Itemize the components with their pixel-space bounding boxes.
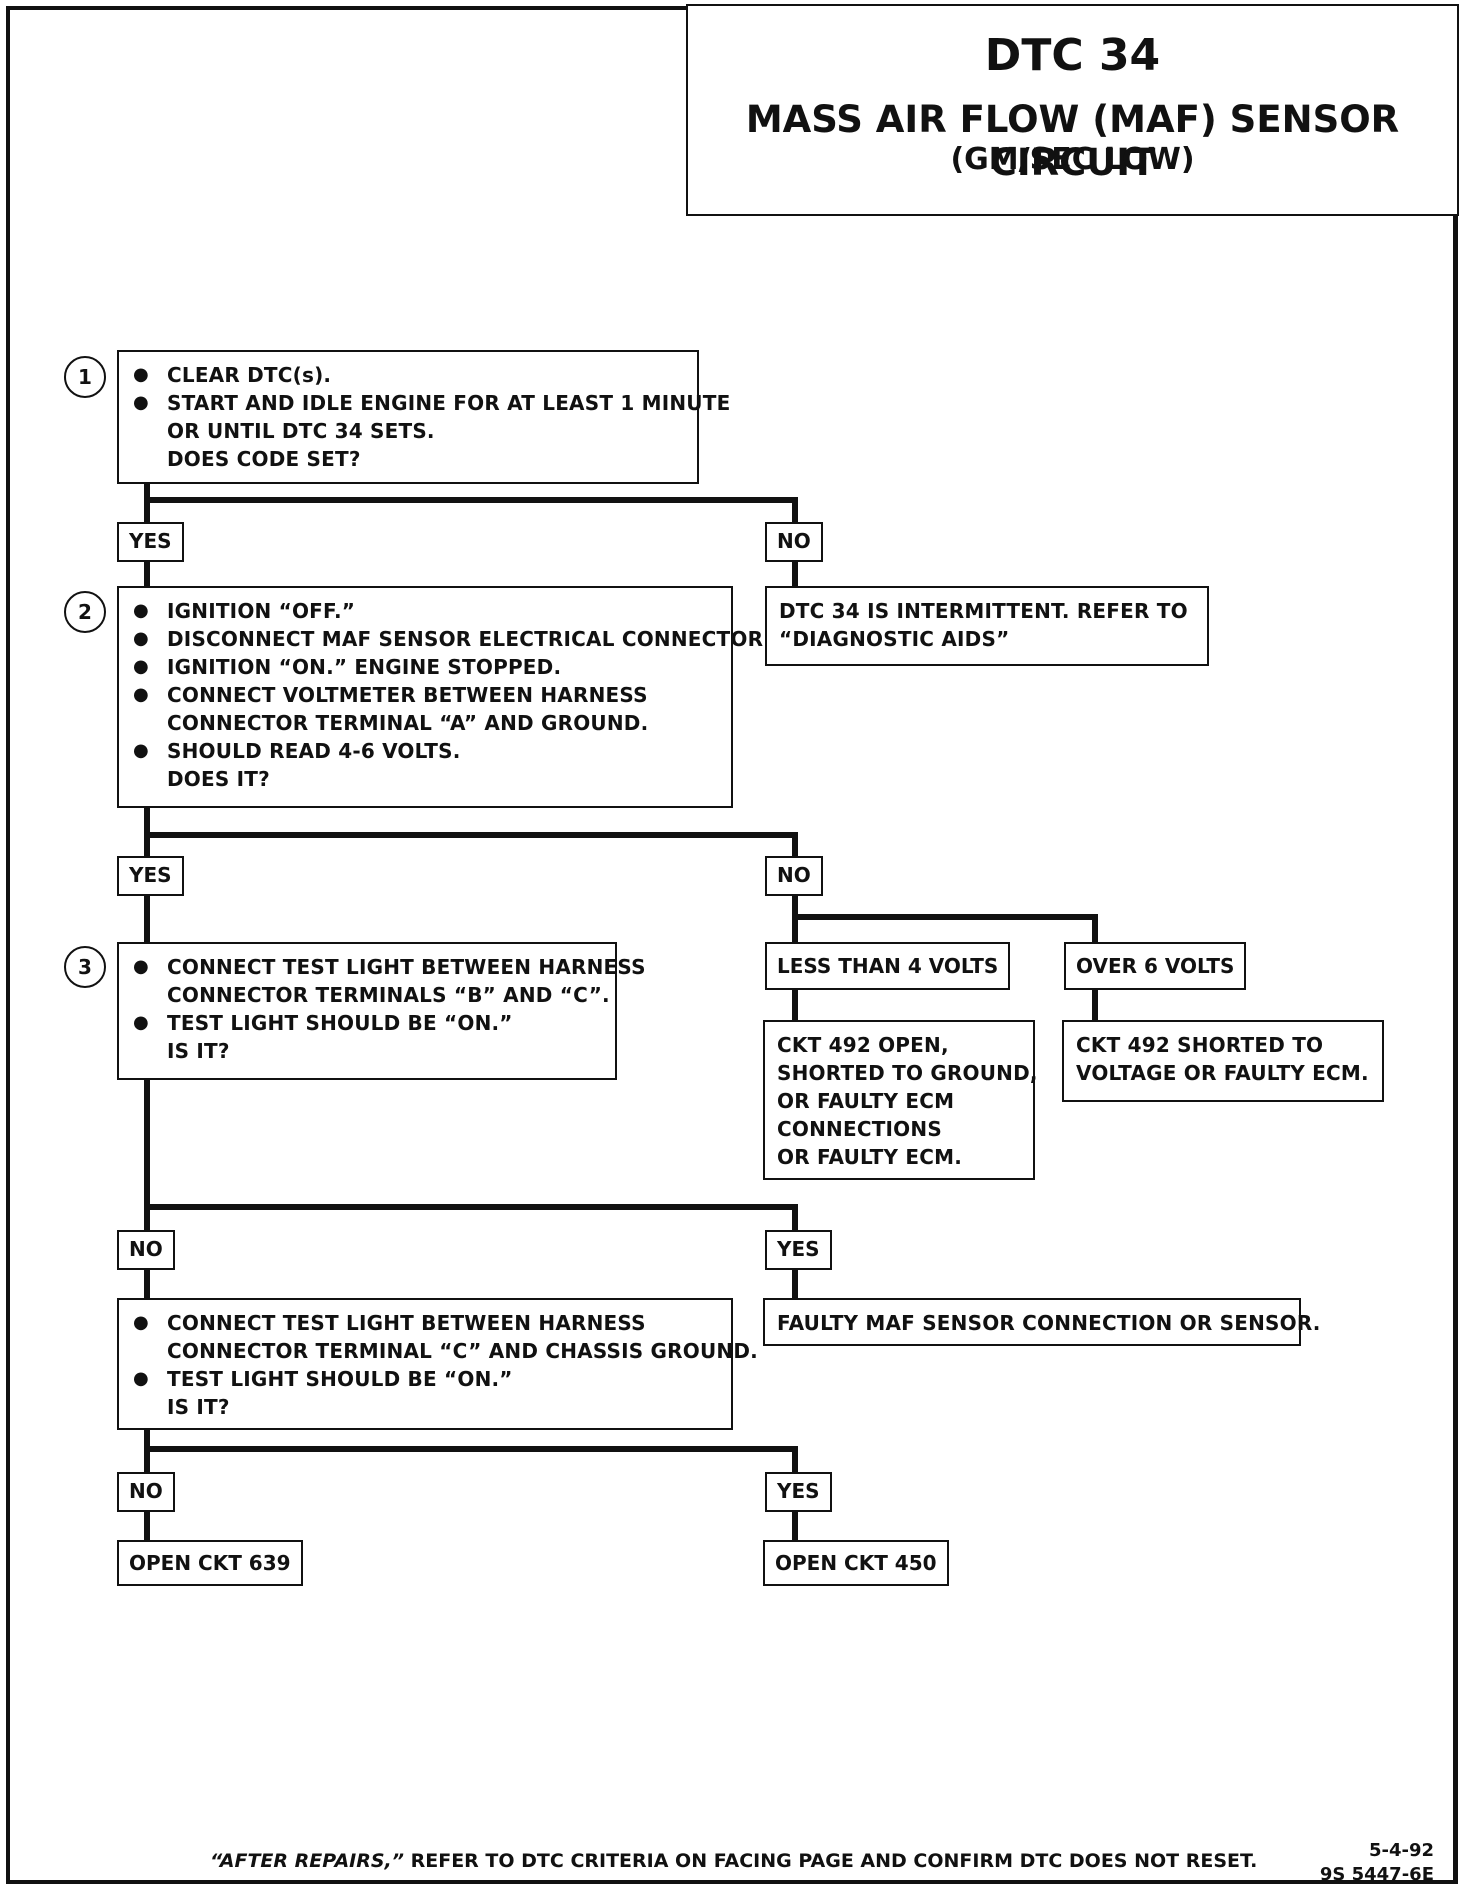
connector-line: [144, 1080, 150, 1232]
result-faulty-maf: FAULTY MAF SENSOR CONNECTION OR SENSOR.: [763, 1298, 1320, 1346]
no-label: NO: [765, 856, 823, 896]
bullet: ●: [133, 1368, 149, 1389]
connector-line: [144, 1446, 798, 1452]
bullet: ●: [133, 656, 149, 677]
result-open-ckt-639: OPEN CKT 639: [117, 1540, 303, 1586]
less-than-4-volts-label: LESS THAN 4 VOLTS: [765, 942, 1011, 990]
bullet: ●: [133, 628, 149, 649]
bullet: ●: [133, 600, 149, 621]
bullet: ●: [133, 364, 149, 385]
connector-line: [792, 896, 798, 944]
step-4-box: ●CONNECT TEST LIGHT BETWEEN HARNESS CONN…: [117, 1298, 758, 1430]
yes-label: YES: [117, 522, 184, 562]
step-marker-2: 2: [64, 591, 106, 633]
connector-line: [144, 1510, 150, 1542]
result-intermittent: DTC 34 IS INTERMITTENT. REFER TO “DIAGNO…: [765, 586, 1209, 666]
bullet: ●: [133, 1312, 149, 1333]
connector-line: [792, 562, 798, 588]
connector-line: [792, 1446, 798, 1474]
connector-line: [144, 497, 798, 503]
connector-line: [792, 1510, 798, 1542]
connector-line: [792, 1270, 798, 1302]
connector-line: [1092, 990, 1098, 1022]
connector-line: [144, 1204, 798, 1210]
after-repairs-note: “AFTER REPAIRS,” REFER TO DTC CRITERIA O…: [210, 1850, 1258, 1872]
connector-line: [792, 914, 1098, 920]
bullet: ●: [133, 684, 149, 705]
circuit-subtitle: (GM/SEC LOW): [950, 142, 1195, 177]
yes-label: YES: [117, 856, 184, 896]
title-block: DTC 34 MASS AIR FLOW (MAF) SENSOR CIRCUI…: [686, 4, 1459, 216]
result-ckt492-open: CKT 492 OPEN, SHORTED TO GROUND, OR FAUL…: [763, 1020, 1038, 1180]
step-1-box: ●CLEAR DTC(s). ●START AND IDLE ENGINE FO…: [117, 350, 730, 484]
connector-line: [144, 562, 150, 588]
connector-line: [144, 1430, 150, 1474]
step-3-box: ●CONNECT TEST LIGHT BETWEEN HARNESS CONN…: [117, 942, 646, 1080]
connector-line: [792, 1204, 798, 1232]
yes-label: YES: [765, 1472, 832, 1512]
over-6-volts-label: OVER 6 VOLTS: [1064, 942, 1247, 990]
step-marker-1: 1: [64, 356, 106, 398]
bullet: ●: [133, 740, 149, 761]
connector-line: [792, 497, 798, 527]
connector-line: [792, 832, 798, 860]
no-label: NO: [117, 1230, 175, 1270]
connector-line: [144, 832, 798, 838]
result-open-ckt-450: OPEN CKT 450: [763, 1540, 949, 1586]
connector-line: [144, 1270, 150, 1302]
bullet: ●: [133, 392, 149, 413]
bullet: ●: [133, 956, 149, 977]
result-ckt492-shorted: CKT 492 SHORTED TO VOLTAGE OR FAULTY ECM…: [1062, 1020, 1384, 1102]
step-marker-3: 3: [64, 946, 106, 988]
no-label: NO: [117, 1472, 175, 1512]
bullet: ●: [133, 1012, 149, 1033]
yes-label: YES: [765, 1230, 832, 1270]
connector-line: [792, 990, 798, 1022]
dtc-code-title: DTC 34: [984, 30, 1161, 81]
connector-line: [144, 896, 150, 944]
step-2-box: ●IGNITION “OFF.” ●DISCONNECT MAF SENSOR …: [117, 586, 771, 808]
connector-line: [1092, 914, 1098, 944]
circuit-name-title: MASS AIR FLOW (MAF) SENSOR CIRCUIT: [745, 98, 1400, 184]
no-label: NO: [765, 522, 823, 562]
connector-line: [144, 484, 150, 528]
document-code: 5-4-92 9S 5447-6E: [1319, 1840, 1434, 1885]
